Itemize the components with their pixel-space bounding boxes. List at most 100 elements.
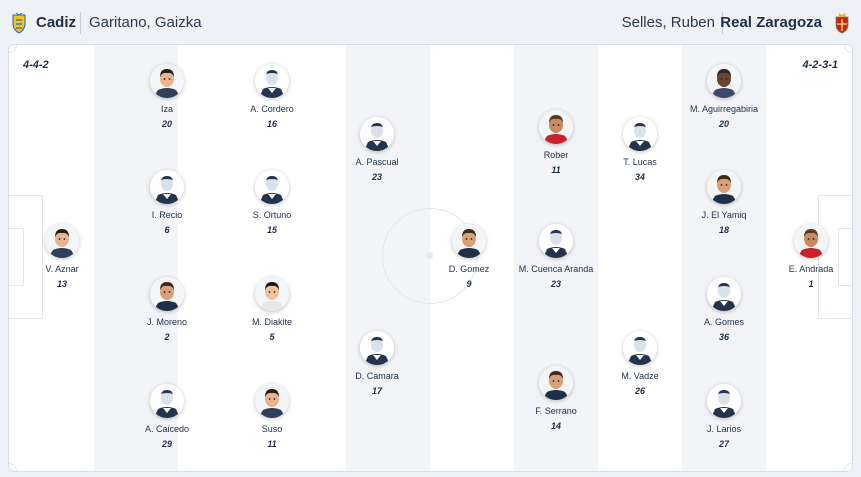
lineup-header: Cadiz Garitano, Gaizka Selles, Ruben Rea… [0,0,861,44]
away-player[interactable]: J. Larios 27 [679,384,769,449]
player-photo [255,384,289,418]
player-photo [45,224,79,258]
player-number: 5 [269,332,275,342]
player-number: 20 [161,119,172,129]
home-coach-name: Garitano, Gaizka [89,14,202,31]
player-number: 16 [266,119,277,129]
away-player[interactable]: J. El Yamiq 18 [679,170,769,235]
away-formation: 4-2-3-1 [802,59,838,71]
home-player[interactable]: A. Caicedo 29 [122,384,212,449]
player-name: A. Gomes [703,317,744,327]
home-team-name[interactable]: Cadiz [36,14,77,31]
corner-arc [844,45,852,53]
center-circle [382,208,478,304]
zaragoza-crest-icon [835,13,849,34]
player-name: T. Lucas [623,157,657,167]
player-number: 23 [550,279,561,289]
away-player[interactable]: T. Lucas 34 [595,117,685,182]
player-number: 34 [634,172,645,182]
home-player[interactable]: Iza 20 [122,64,212,129]
player-number: 29 [161,439,172,449]
player-name: V. Aznar [45,264,79,274]
player-photo [150,64,184,98]
home-player[interactable]: Suso 11 [227,384,317,449]
player-name: D. Camara [355,371,399,381]
header-divider [722,12,723,34]
player-name: E. Andrada [788,264,834,274]
player-number: 6 [164,225,170,235]
player-number: 1 [808,279,814,289]
header-divider [80,12,81,34]
away-player[interactable]: M. Cuenca Aranda 23 [511,224,601,289]
away-player[interactable]: M. Aguirregabiria 20 [679,64,769,129]
player-name: A. Cordero [250,104,294,114]
player-name: M. Diakite [251,317,292,327]
player-number: 26 [634,386,645,396]
player-number: 2 [164,332,170,342]
player-name: Suso [261,424,283,434]
player-photo [794,224,828,258]
home-formation: 4-4-2 [23,59,49,71]
player-number: 17 [371,386,382,396]
away-player[interactable]: E. Andrada 1 [766,224,852,289]
player-photo [255,277,289,311]
player-number: 14 [550,421,561,431]
player-name: I. Recio [151,210,183,220]
away-player[interactable]: A. Gomes 36 [679,277,769,342]
home-player[interactable]: A. Cordero 16 [227,64,317,129]
player-name: M. Vadze [621,371,659,381]
home-player[interactable]: D. Camara 17 [332,331,422,396]
player-number: 27 [718,439,729,449]
player-name: M. Aguirregabiria [689,104,759,114]
away-goal-area [838,228,852,286]
player-name: J. Moreno [146,317,188,327]
player-number: 20 [718,119,729,129]
player-silhouette-icon [255,170,289,204]
player-number: 18 [718,225,729,235]
away-penalty-box [818,195,852,319]
home-player[interactable]: J. Moreno 2 [122,277,212,342]
player-number: 11 [267,439,277,449]
player-silhouette-icon [255,64,289,98]
player-name: J. El Yamiq [701,210,747,220]
home-player[interactable]: I. Recio 6 [122,170,212,235]
player-photo [707,64,741,98]
player-number: 9 [466,279,472,289]
player-silhouette-icon [150,384,184,418]
away-coach-name: Selles, Ruben [621,14,715,31]
home-goal-area [9,228,24,286]
player-number: 15 [266,225,277,235]
player-photo [539,110,573,144]
player-photo [707,170,741,204]
player-name: Iza [160,104,173,114]
home-penalty-box [9,195,43,319]
corner-arc [9,45,17,53]
player-name: M. Cuenca Aranda [518,264,594,274]
player-silhouette-icon [623,331,657,365]
player-silhouette-icon [623,117,657,151]
player-name: A. Caicedo [144,424,190,434]
player-name: J. Larios [706,424,741,434]
away-player[interactable]: M. Vadze 26 [595,331,685,396]
player-number: 36 [718,332,729,342]
player-silhouette-icon [360,117,394,151]
corner-arc [844,463,852,471]
player-photo [539,366,573,400]
corner-arc [9,463,17,471]
player-silhouette-icon [150,170,184,204]
player-number: 13 [56,279,67,289]
player-photo [150,277,184,311]
away-player[interactable]: F. Serrano 14 [511,366,601,431]
home-player[interactable]: M. Diakite 5 [227,277,317,342]
away-team-name[interactable]: Real Zaragoza [720,14,822,31]
player-silhouette-icon [539,224,573,258]
center-spot [426,252,433,259]
home-player[interactable]: V. Aznar 13 [17,224,107,289]
player-name: F. Serrano [535,406,577,416]
player-silhouette-icon [360,331,394,365]
